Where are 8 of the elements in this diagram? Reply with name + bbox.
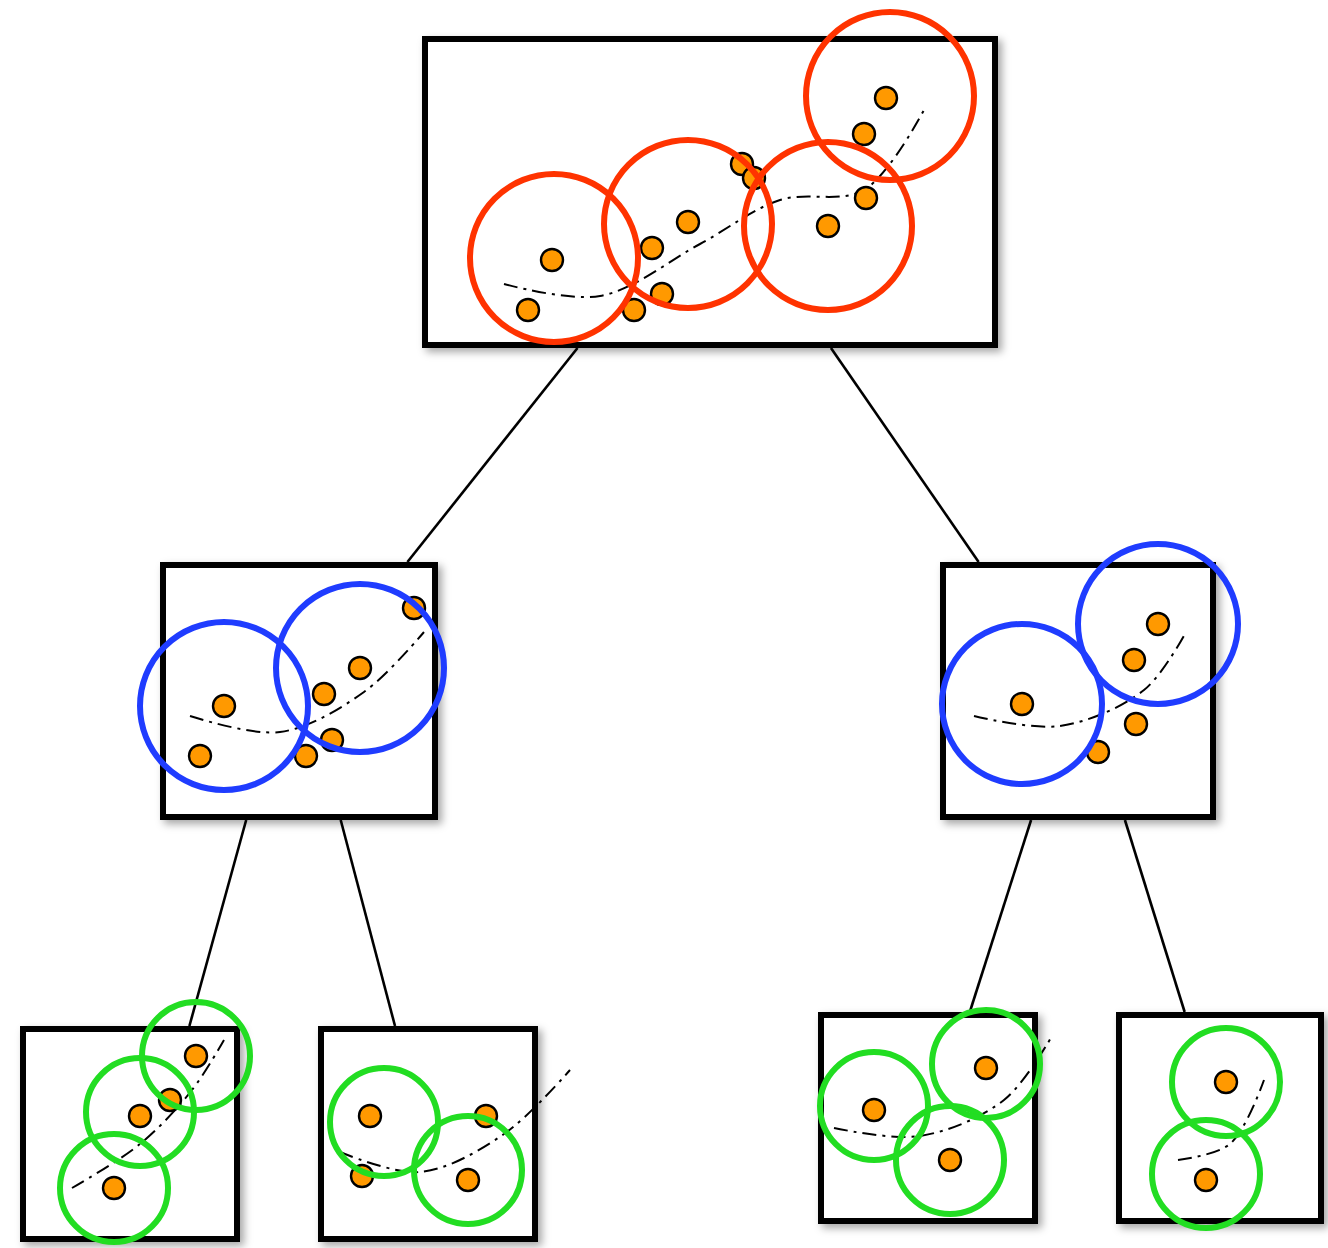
connector-line	[968, 819, 1033, 1013]
connector-line	[829, 347, 980, 563]
connector-line	[1123, 819, 1186, 1013]
connector-line	[339, 819, 397, 1027]
picture-frame	[940, 562, 1216, 820]
connector-line	[188, 819, 248, 1027]
picture-frame	[422, 36, 998, 348]
connector-line	[406, 347, 579, 563]
